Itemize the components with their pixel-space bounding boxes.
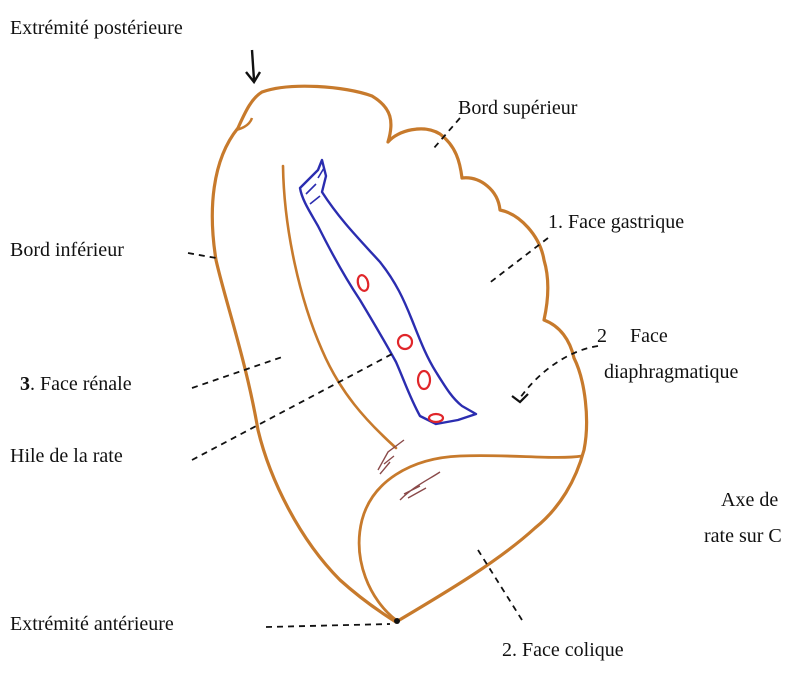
label-face-colique: 2. Face colique (502, 640, 624, 660)
leader-extremite-anterieure (266, 624, 390, 627)
label-face-renale-text: . Face rénale (30, 373, 132, 395)
vessel-4 (429, 414, 443, 422)
label-axe-2: rate sur C (704, 526, 782, 546)
leader-face-diaphragmatique (520, 346, 598, 398)
label-face-gastrique: 1. Face gastrique (548, 212, 684, 232)
label-bord-inferieur: Bord inférieur (10, 240, 124, 260)
anterior-dot (394, 618, 400, 624)
label-face-diaphragmatique-num: 2 (597, 326, 607, 346)
label-axe-1: Axe de (721, 490, 778, 510)
label-face-renale: 3. Face rénale (20, 374, 132, 394)
leader-face-colique (478, 550, 522, 620)
colic-face-arc (359, 456, 582, 620)
label-face-diaphragmatique-2: diaphragmatique (604, 362, 738, 382)
leader-bord-inferieur (188, 253, 216, 258)
vessel-2 (398, 335, 412, 349)
vessel-3 (418, 371, 430, 389)
label-extremite-anterieure: Extrémité antérieure (10, 614, 174, 634)
label-face-renale-num: 3 (20, 373, 30, 395)
leader-lines (188, 118, 598, 627)
label-extremite-posterieure: Extrémité postérieure (10, 18, 183, 38)
label-bord-superieur: Bord supérieur (458, 98, 577, 118)
arrow-extremite-posterieure (246, 50, 260, 82)
renal-face-line (283, 166, 396, 448)
hilum-outline (300, 160, 476, 424)
spleen-outline (212, 86, 586, 622)
leader-face-gastrique (488, 238, 548, 284)
label-hile: Hile de la rate (10, 446, 123, 466)
sketch-mark-2 (400, 472, 440, 500)
leader-face-renale (192, 356, 285, 388)
label-face-diaphragmatique-1: Face (630, 326, 668, 346)
arrowhead-face-diaphragmatique (512, 394, 528, 402)
vessel-1 (356, 274, 370, 292)
leader-hile (192, 354, 392, 460)
